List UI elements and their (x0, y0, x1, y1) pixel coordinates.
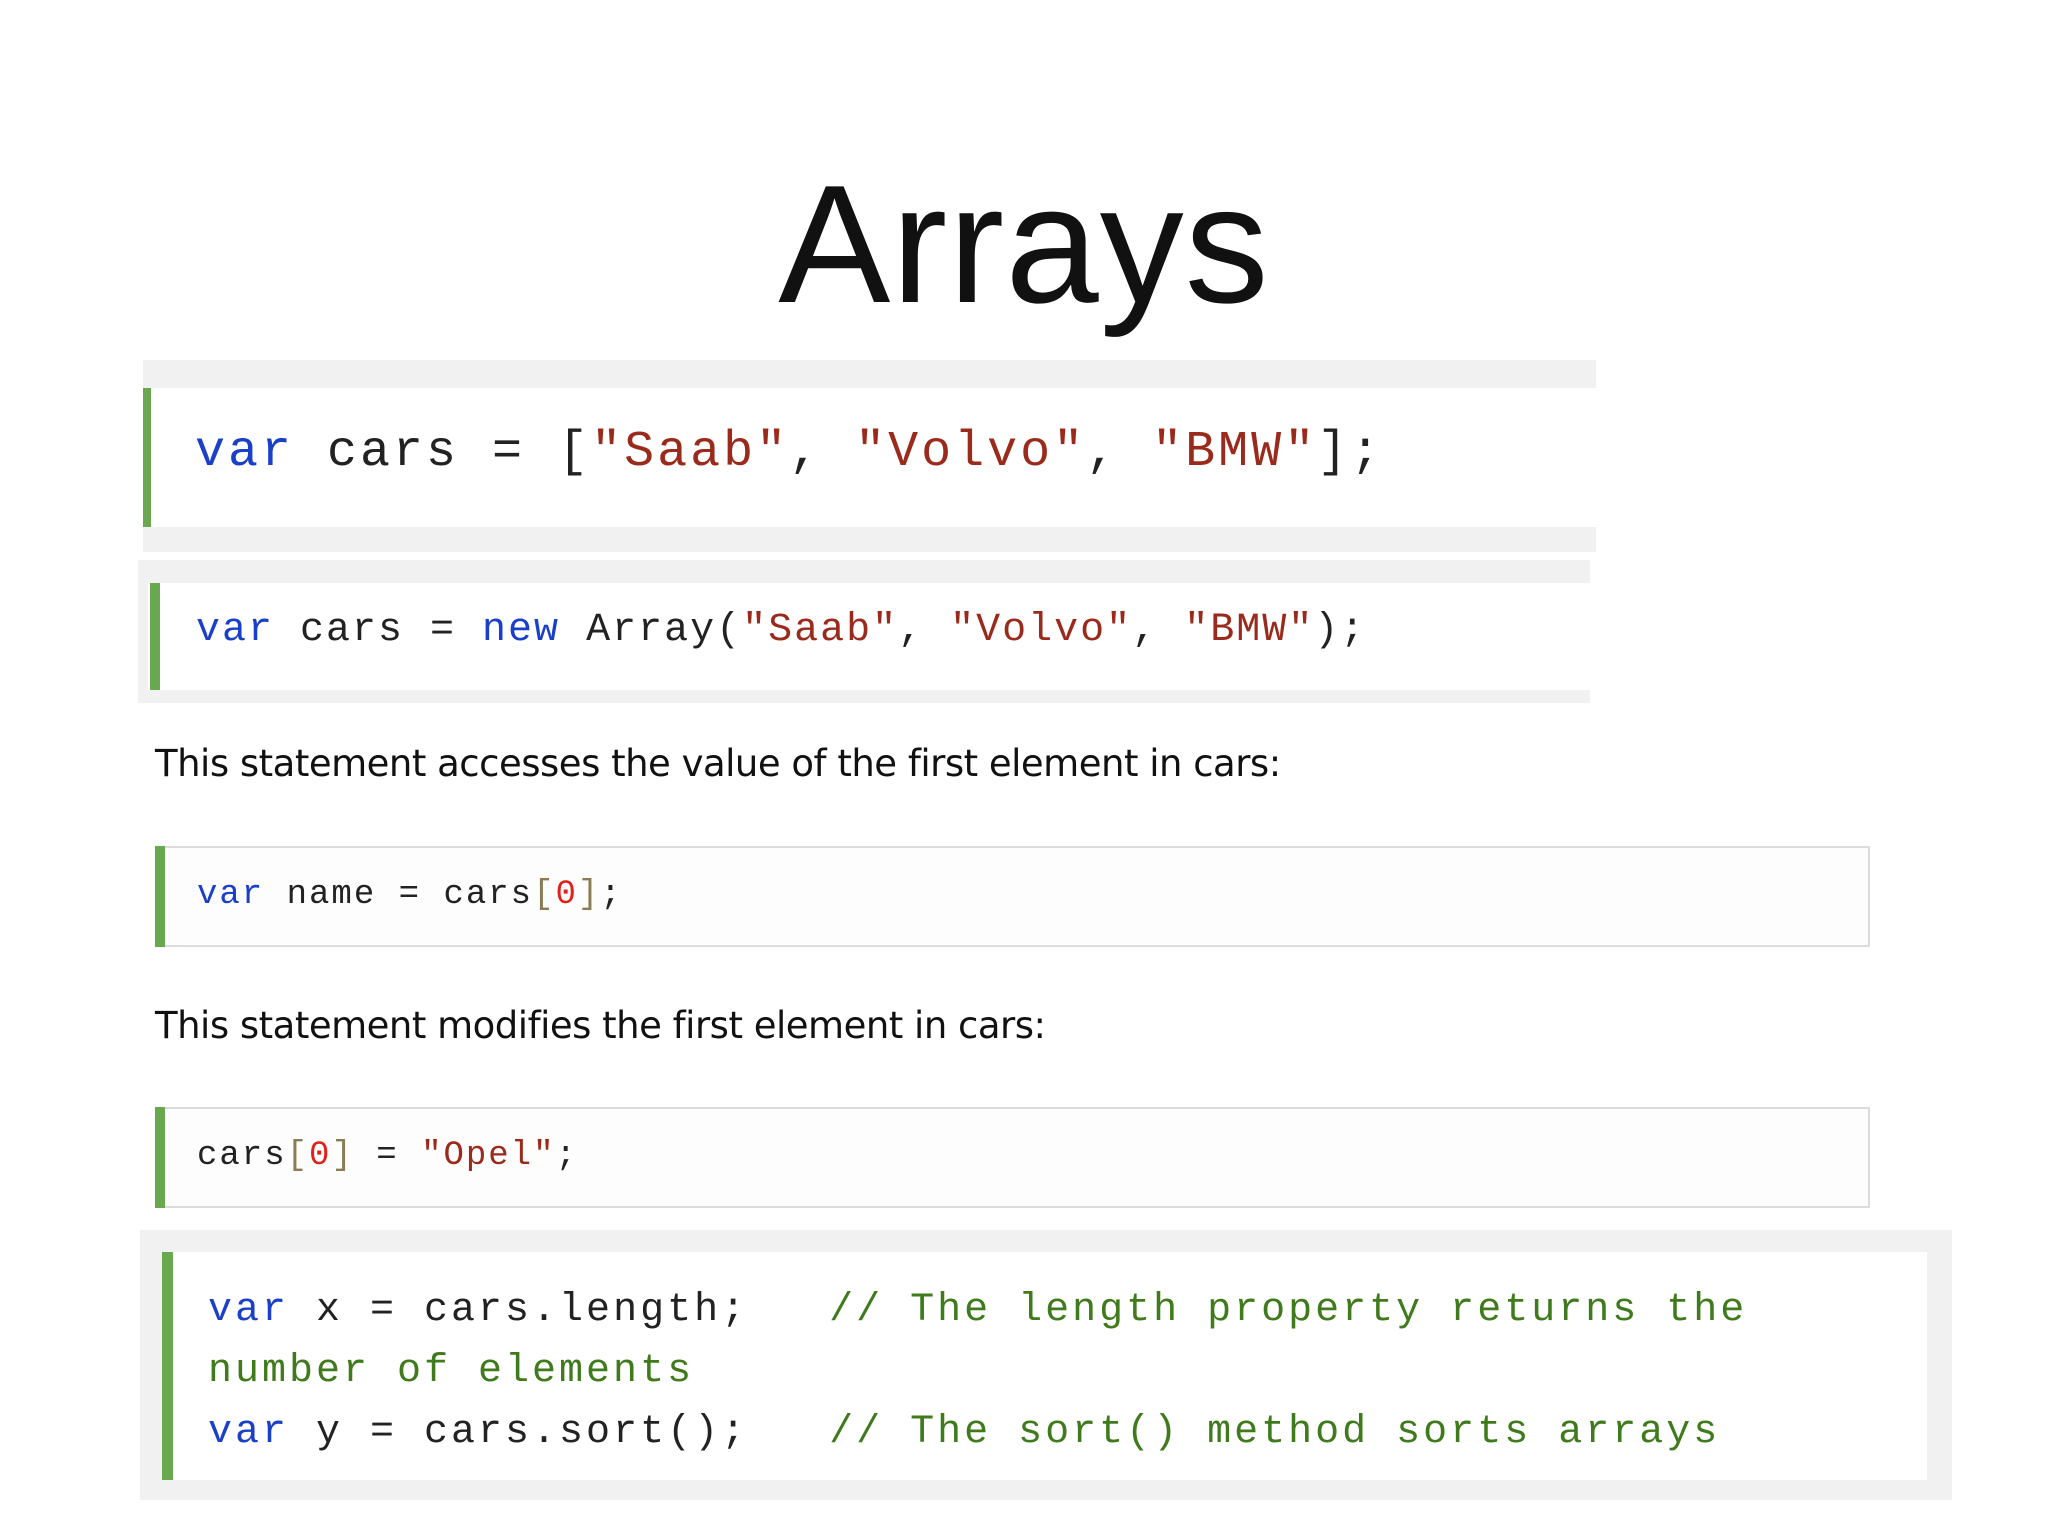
code-comment: // The length property returns the (829, 1288, 1748, 1333)
code-bracket: ] (577, 876, 601, 914)
code-accent-bar (162, 1252, 173, 1480)
code-accent-bar (150, 583, 160, 690)
code-text: , (789, 424, 856, 481)
code-block-new-array: var cars = new Array("Saab", "Volvo", "B… (138, 560, 1590, 703)
code-line-comment-wrap: number of elements (208, 1349, 695, 1394)
code-line-length: var x = cars.length; // The length prope… (208, 1280, 1747, 1341)
code-accent-bar (155, 1107, 165, 1208)
slide-title: Arrays (778, 150, 1270, 338)
code-lines: var x = cars.length; // The length prope… (208, 1280, 1747, 1463)
code-line: cars[0] = "Opel"; (197, 1137, 578, 1175)
code-block-array-literal: var cars = ["Saab", "Volvo", "BMW"]; (143, 360, 1596, 552)
code-string: "Volvo" (855, 424, 1087, 481)
code-keyword: var (196, 608, 275, 653)
code-keyword: var (208, 1288, 290, 1333)
code-bracket: [ (533, 876, 556, 914)
code-text: cars = (274, 608, 483, 653)
code-keyword: var (195, 424, 295, 481)
code-comment: // The sort() method sorts arrays (829, 1410, 1721, 1455)
code-text: cars (197, 1137, 287, 1175)
code-number: 0 (555, 876, 578, 914)
code-line: var cars = ["Saab", "Volvo", "BMW"]; (195, 424, 1383, 481)
code-text: , (1086, 424, 1153, 481)
code-keyword: new (482, 608, 561, 653)
code-block-body (148, 583, 1590, 690)
code-block-modify: cars[0] = "Opel"; (155, 1107, 1870, 1208)
code-block-body (162, 1252, 1927, 1480)
code-string: "Saab" (742, 608, 899, 653)
code-text: y = cars.sort(); (289, 1410, 830, 1455)
code-block-access: var name = cars[0]; (155, 846, 1870, 947)
code-line: var name = cars[0]; (197, 876, 623, 914)
code-string: "Opel" (421, 1137, 556, 1175)
code-line-sort: var y = cars.sort(); // The sort() metho… (208, 1402, 1747, 1463)
description-access: This statement accesses the value of the… (155, 742, 1281, 785)
code-text: cars = [ (294, 424, 592, 481)
description-modify: This statement modifies the first elemen… (155, 1004, 1046, 1047)
code-block-body (143, 388, 1596, 527)
code-text: , (1132, 608, 1185, 653)
code-text: = (353, 1137, 422, 1175)
code-keyword: var (197, 876, 265, 914)
code-text: ; (600, 876, 623, 914)
code-text: ]; (1317, 424, 1384, 481)
code-text: name = cars (264, 876, 534, 914)
code-text: x = cars.length; (289, 1288, 830, 1333)
code-text: ); (1314, 608, 1367, 653)
code-number: 0 (309, 1137, 332, 1175)
code-bracket: ] (331, 1137, 354, 1175)
code-line: var cars = new Array("Saab", "Volvo", "B… (196, 608, 1366, 653)
code-keyword: var (208, 1410, 290, 1455)
code-block-length-sort: var x = cars.length; // The length prope… (140, 1230, 1952, 1500)
code-string: "Volvo" (950, 608, 1133, 653)
code-accent-bar (143, 388, 151, 527)
code-string: "BMW" (1184, 608, 1315, 653)
code-bracket: [ (286, 1137, 310, 1175)
code-string: "BMW" (1152, 424, 1318, 481)
code-text: Array( (560, 608, 743, 653)
code-string: "Saab" (591, 424, 790, 481)
code-text: ; (555, 1137, 578, 1175)
code-accent-bar (155, 846, 165, 947)
code-text: , (898, 608, 951, 653)
